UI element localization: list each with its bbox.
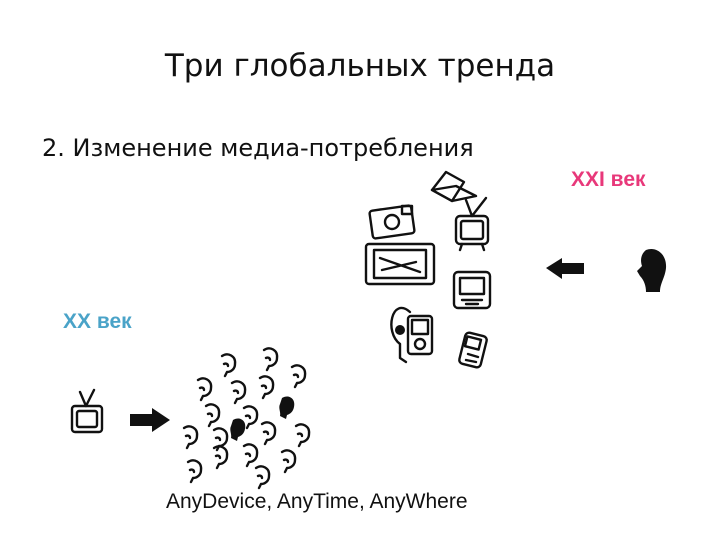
- tv-icon: [454, 196, 490, 252]
- media-player-icon: [390, 307, 434, 364]
- label-xx-century: XX век: [63, 310, 132, 333]
- arrow-icon: [546, 258, 584, 279]
- camera-icon: [368, 204, 416, 240]
- laptop-icon: [430, 170, 478, 203]
- slide-caption: AnyDevice, AnyTime, AnyWhere: [166, 490, 468, 513]
- slide-subtitle: 2. Изменение медиа-потребления: [42, 134, 474, 162]
- slide-title: Три глобальных тренда: [164, 48, 556, 84]
- flat-tv-icon: [364, 242, 436, 286]
- arrow-icon: [130, 408, 170, 432]
- label-xxi-century: XXI век: [571, 168, 646, 191]
- audience-crowd: [182, 347, 311, 490]
- tv-icon: [70, 388, 104, 434]
- head-icon: [637, 248, 667, 292]
- tablet-icon: [452, 270, 492, 310]
- phone-icon: [458, 331, 488, 369]
